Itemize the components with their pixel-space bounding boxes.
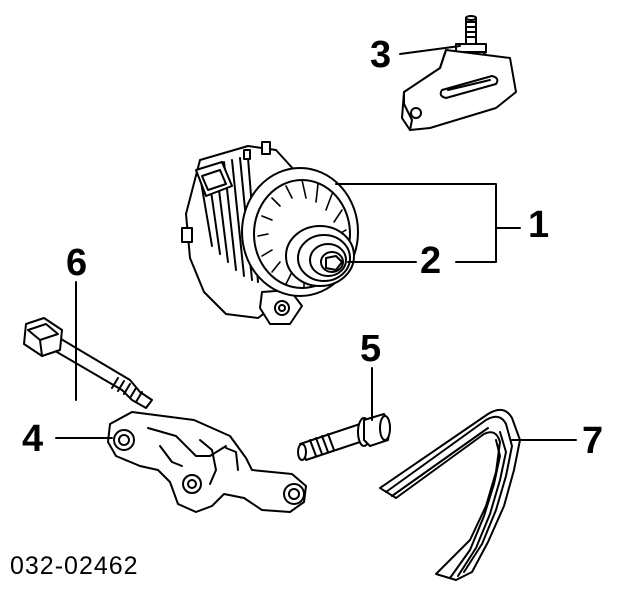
bracket-part-3	[401, 15, 517, 131]
callout-7: 7	[582, 420, 604, 462]
bracket-part-4	[107, 411, 307, 513]
through-bolt-part-6	[23, 317, 153, 409]
callout-1: 1	[528, 204, 550, 246]
diagram-number: 032-02462	[10, 552, 139, 580]
callout-4: 4	[22, 418, 44, 460]
callout-6: 6	[66, 242, 88, 284]
leader-lines	[55, 45, 577, 441]
callout-2: 2	[420, 240, 442, 282]
flange-bolt-part-5	[297, 413, 391, 461]
callout-5: 5	[360, 328, 382, 370]
pulley-part-2	[285, 225, 355, 287]
drive-belt-part-7	[379, 408, 521, 581]
callout-3: 3	[370, 34, 392, 76]
alternator-part-1	[181, 141, 359, 325]
